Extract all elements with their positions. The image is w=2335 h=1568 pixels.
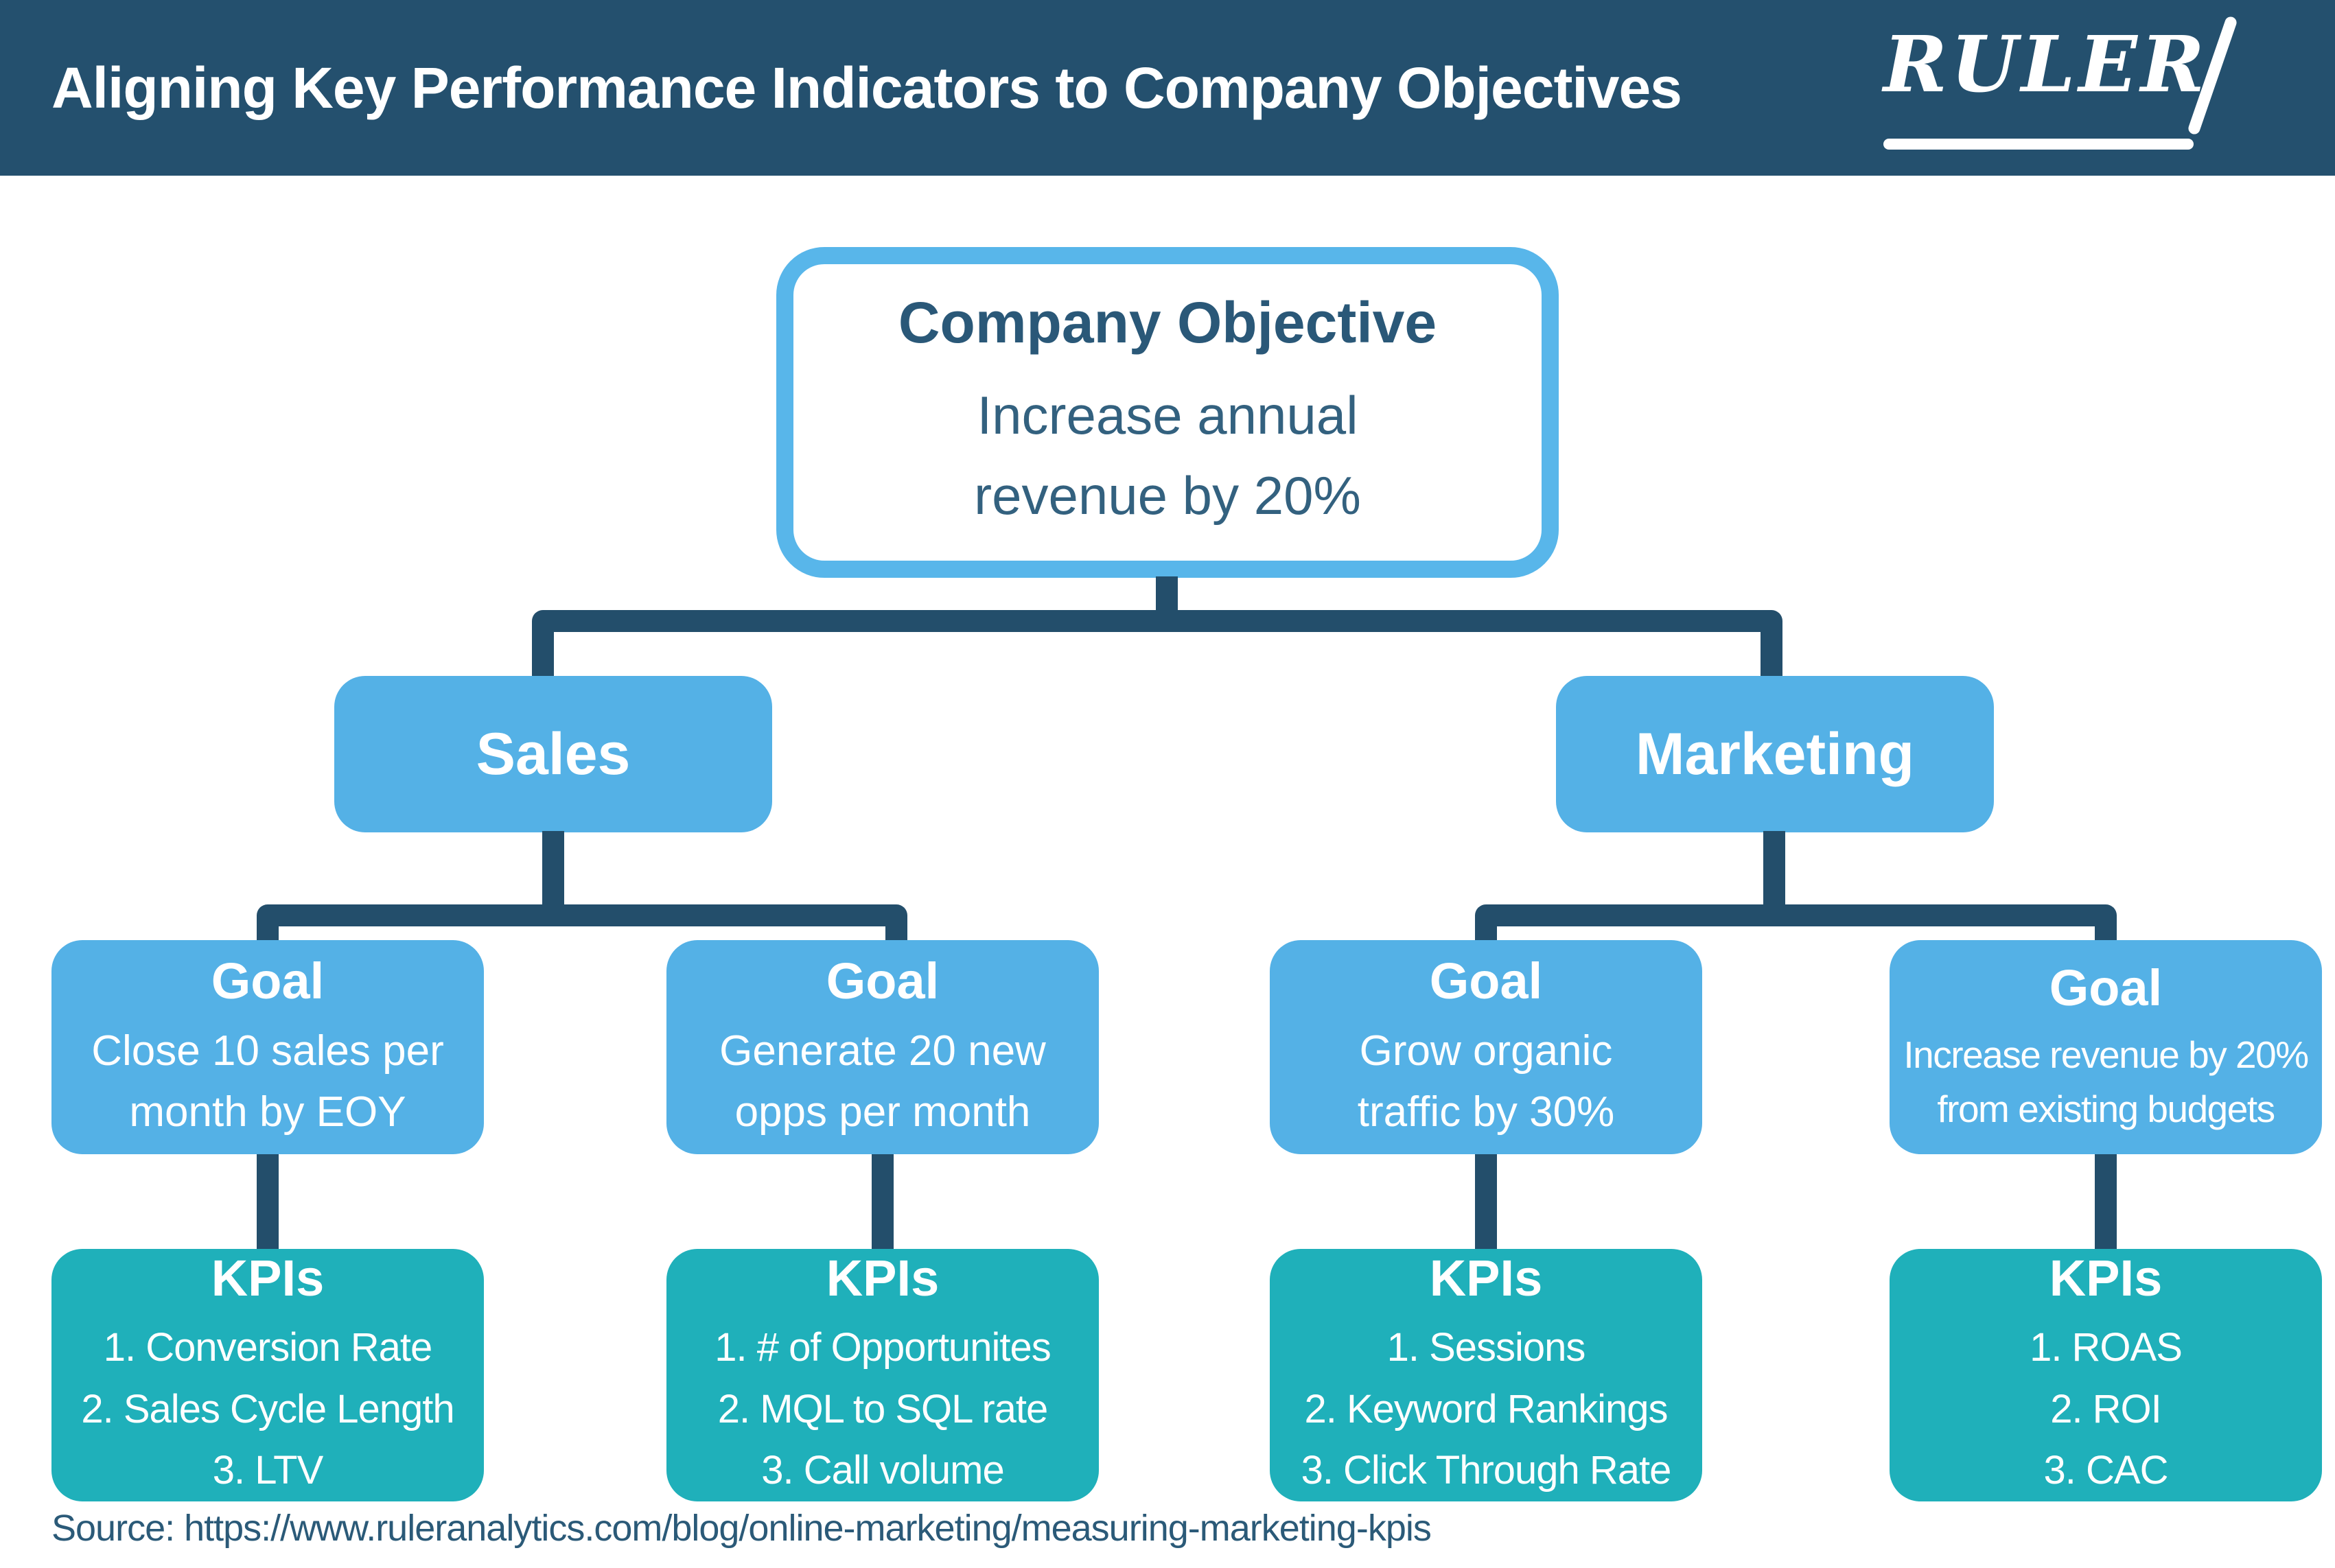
- branch-node-sales: Sales: [334, 676, 772, 832]
- kpi-item: 3. Call volume: [761, 1448, 1004, 1493]
- ruler-logo: RULER: [1883, 15, 2238, 155]
- branch-label-sales: Sales: [476, 721, 631, 787]
- kpi-node-marketing-2: KPIs 1. ROAS 2. ROI 3. CAC: [1890, 1249, 2322, 1501]
- connector-goal3-drop: [1475, 915, 1497, 943]
- goal-title: Goal: [826, 952, 940, 1010]
- connector-marketing-drop: [1761, 621, 1782, 679]
- company-objective-node: Company Objective Increase annual revenu…: [776, 247, 1559, 578]
- kpi-title: KPIs: [1429, 1249, 1543, 1307]
- source-citation: Source: https://www.ruleranalytics.com/b…: [51, 1508, 1432, 1549]
- goal-node-sales-2: Goal Generate 20 new opps per month: [666, 940, 1099, 1154]
- connector-sales-drop: [532, 621, 554, 679]
- goal-text: Increase revenue by 20% from existing bu…: [1903, 1033, 2309, 1130]
- kpi-item: 3. CAC: [2043, 1448, 2169, 1493]
- connector-marketing-goals-bar: [1475, 904, 2117, 926]
- connector-marketing-stub: [1763, 831, 1785, 906]
- kpi-item: 1. Sessions: [1386, 1324, 1586, 1370]
- kpi-title: KPIs: [211, 1249, 325, 1307]
- ruler-logo-text: RULER: [1883, 20, 2208, 110]
- goal-text: Close 10 sales per month by EOY: [91, 1027, 444, 1136]
- branch-label-marketing: Marketing: [1635, 721, 1915, 787]
- goal-node-marketing-2: Goal Increase revenue by 20% from existi…: [1890, 940, 2322, 1154]
- kpi-title: KPIs: [826, 1249, 940, 1307]
- goal-text: Generate 20 new opps per month: [719, 1027, 1046, 1136]
- goal-node-marketing-1: Goal Grow organic traffic by 30%: [1270, 940, 1702, 1154]
- kpi-item: 1. ROAS: [2030, 1324, 2183, 1370]
- connector-goal1-kpi: [257, 1153, 279, 1250]
- company-objective-text: Increase annual revenue by 20%: [974, 384, 1361, 526]
- goal-title: Goal: [2049, 959, 2163, 1017]
- goal-node-sales-1: Goal Close 10 sales per month by EOY: [51, 940, 484, 1154]
- connector-goal2-kpi: [872, 1153, 894, 1250]
- connector-root-stub: [1156, 576, 1178, 612]
- connector-goal1-drop: [257, 915, 279, 943]
- page-title: Aligning Key Performance Indicators to C…: [51, 55, 1682, 120]
- connector-goal3-kpi: [1475, 1153, 1497, 1250]
- branch-node-marketing: Marketing: [1556, 676, 1994, 832]
- connector-sales-stub: [542, 831, 564, 906]
- connector-branches-bar: [532, 610, 1782, 632]
- goal-title: Goal: [211, 952, 325, 1010]
- kpi-node-marketing-1: KPIs 1. Sessions 2. Keyword Rankings 3. …: [1270, 1249, 1702, 1501]
- kpi-node-sales-1: KPIs 1. Conversion Rate 2. Sales Cycle L…: [51, 1249, 484, 1501]
- connector-goal4-kpi: [2095, 1153, 2117, 1250]
- kpi-item: 3. LTV: [212, 1448, 324, 1493]
- goal-text: Grow organic traffic by 30%: [1357, 1027, 1615, 1136]
- company-objective-title: Company Objective: [898, 290, 1437, 355]
- connector-sales-goals-bar: [257, 904, 907, 926]
- kpi-item: 2. Keyword Rankings: [1304, 1386, 1668, 1431]
- kpi-item: 1. Conversion Rate: [103, 1324, 432, 1370]
- kpi-item: 2. MQL to SQL rate: [717, 1386, 1049, 1431]
- ruler-logo-underline-icon: [1883, 139, 2194, 150]
- kpi-item: 1. # of Opportunites: [715, 1324, 1051, 1370]
- kpi-title: KPIs: [2049, 1249, 2163, 1307]
- kpi-item: 3. Click Through Rate: [1301, 1448, 1672, 1493]
- kpi-node-sales-2: KPIs 1. # of Opportunites 2. MQL to SQL …: [666, 1249, 1099, 1501]
- goal-title: Goal: [1429, 952, 1543, 1010]
- kpi-item: 2. Sales Cycle Length: [81, 1386, 454, 1431]
- kpi-item: 2. ROI: [2050, 1386, 2162, 1431]
- connector-goal2-drop: [885, 915, 907, 943]
- connector-goal4-drop: [2095, 915, 2117, 943]
- header-bar: Aligning Key Performance Indicators to C…: [0, 0, 2335, 176]
